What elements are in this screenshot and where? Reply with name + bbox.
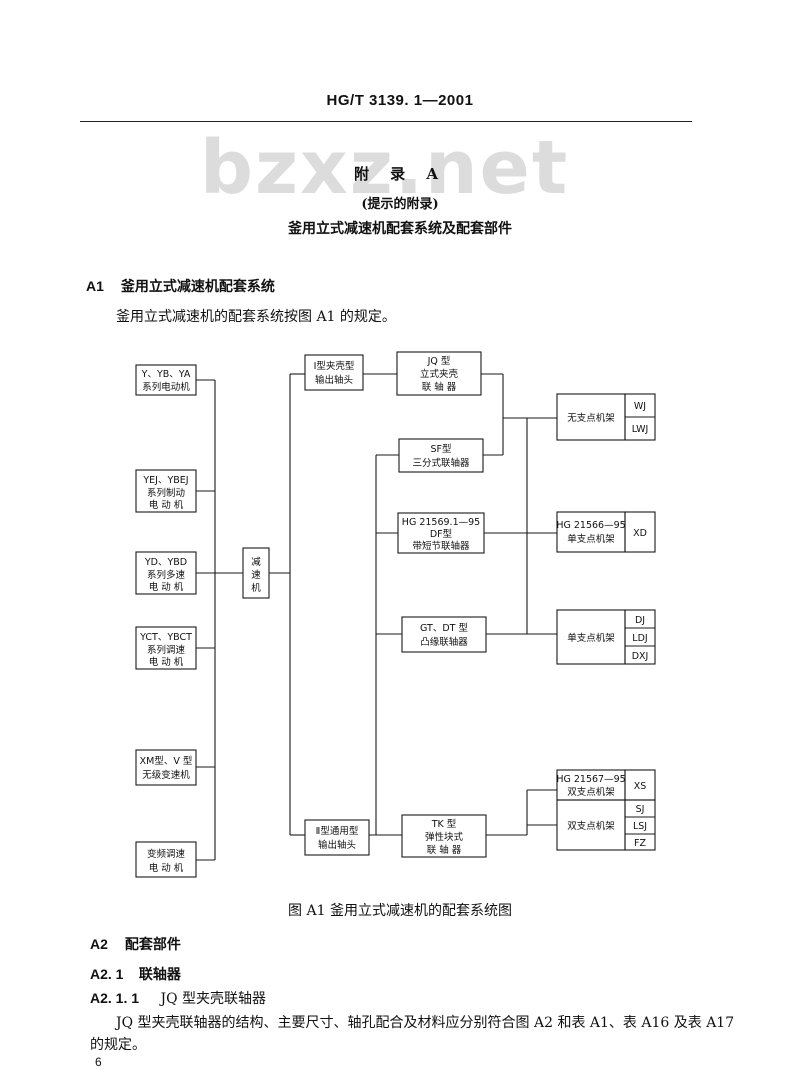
motor-line: YD、YBD: [144, 557, 187, 568]
shaft-line: 输出轴头: [315, 374, 353, 386]
section-a1-text: 釜用立式减速机的配套系统按图 A1 的规定。: [116, 309, 396, 325]
frame-code: LDJ: [632, 633, 647, 644]
coupling-line: 弹性块式: [425, 831, 464, 843]
frame-code: LSJ: [633, 821, 647, 832]
coupling-line: SF型: [431, 444, 452, 455]
motor-yct-box: YCT、YBCT 系列调速 电 动 机: [135, 626, 197, 670]
coupling-line: 凸缘联轴器: [420, 636, 468, 648]
coupling-line: GT、DT 型: [420, 623, 468, 634]
watermark: bzxz.net: [200, 125, 570, 211]
coupling-line: 带短节联轴器: [412, 540, 470, 552]
section-a21-heading: A2. 1 联轴器: [90, 964, 181, 984]
motor-xm-box: XM型、V 型 无级变速机: [135, 749, 197, 786]
motor-line: 无级变速机: [142, 769, 190, 781]
frame-label: 无支点机架: [567, 412, 615, 424]
section-a211-text-line2: 的规定。: [90, 1037, 146, 1053]
section-a211-title: JQ 型夹壳联轴器: [160, 991, 266, 1007]
motor-line: 电 动 机: [149, 581, 184, 593]
shaft-ii-box: Ⅱ型通用型 输出轴头: [304, 819, 370, 856]
frame-label: 双支点机架: [567, 820, 615, 832]
coupling-gt-box: GT、DT 型 凸缘联轴器: [401, 616, 487, 653]
section-a211-heading: A2. 1. 1 JQ 型夹壳联轴器: [90, 988, 266, 1008]
motor-line: 电 动 机: [149, 862, 184, 874]
motor-line: 系列电动机: [142, 381, 190, 393]
motor-line: 变频调速: [147, 848, 186, 860]
motor-yej-box: YEJ、YBEJ 系列制动 电 动 机: [135, 469, 197, 513]
reducer-char: 速: [251, 570, 261, 581]
coupling-line: TK 型: [431, 819, 457, 830]
coupling-tk-box: TK 型 弹性块式 联 轴 器: [401, 814, 487, 858]
coupling-line: 三分式联轴器: [412, 457, 470, 469]
section-a1-number: A1: [86, 278, 104, 294]
motor-yd-box: YD、YBD 系列多速 电 动 机: [135, 551, 197, 595]
section-a2-number: A2: [90, 936, 108, 952]
motor-line: YCT、YBCT: [139, 632, 192, 643]
frame-code: XS: [634, 781, 647, 792]
frame-label: 单支点机架: [567, 632, 615, 644]
motor-line: Y、YB、YA: [141, 369, 191, 380]
standard-code: HG/T 3139. 1—2001: [326, 92, 474, 109]
header-rule: [80, 121, 692, 122]
motor-line: YEJ、YBEJ: [142, 475, 188, 486]
shaft-line: 输出轴头: [318, 839, 356, 851]
section-a21-title: 联轴器: [138, 967, 181, 983]
coupling-line: HG 21569.1—95: [402, 517, 480, 528]
frame-code: DXJ: [632, 651, 649, 662]
frame-code: FZ: [634, 838, 646, 849]
section-a211-number: A2. 1. 1: [90, 990, 140, 1006]
coupling-line: DF型: [430, 529, 453, 540]
reducer-box: 减 速 机: [242, 547, 270, 599]
frame-label: 单支点机架: [567, 533, 615, 545]
page-number: 6: [95, 1055, 102, 1069]
motor-line: 电 动 机: [149, 656, 184, 668]
motor-vfd-box: 变频调速 电 动 机: [135, 841, 197, 878]
section-a1-title: 釜用立式减速机配套系统: [120, 279, 275, 295]
motor-line: 系列调速: [147, 644, 186, 656]
frame-code: LWJ: [632, 424, 649, 435]
coupling-line: JQ 型: [427, 356, 451, 367]
appendix-title: 附 录 A: [353, 165, 447, 183]
section-a21-number: A2. 1: [90, 966, 124, 982]
coupling-jq-box: JQ 型 立式夹壳 联 轴 器: [396, 351, 482, 396]
coupling-line: 立式夹壳: [420, 368, 459, 380]
motor-line: XM型、V 型: [140, 756, 193, 767]
figure-caption: 图 A1 釜用立式减速机的配套系统图: [288, 903, 512, 919]
frame-code: DJ: [635, 615, 645, 626]
frame-code: WJ: [634, 401, 646, 412]
coupling-sf-box: SF型 三分式联轴器: [398, 438, 484, 473]
coupling-line: 联 轴 器: [427, 844, 462, 856]
motor-line: 系列多速: [147, 569, 186, 581]
frame-label: HG 21567—95: [556, 774, 625, 785]
coupling-df-box: HG 21569.1—95 DF型 带短节联轴器: [397, 512, 485, 554]
frame-double-group: 双支点机架 SJ LSJ FZ: [556, 799, 656, 851]
appendix-subtitle: (提示的附录): [361, 197, 439, 212]
frame-label: HG 21566—95: [556, 520, 625, 531]
motor-line: 系列制动: [147, 487, 185, 499]
frame-label: 双支点机架: [567, 786, 615, 798]
section-a2-title: 配套部件: [124, 937, 181, 953]
shaft-i-box: Ⅰ型夹壳型 输出轴头: [304, 354, 364, 391]
section-a2-heading: A2 配套部件: [90, 934, 181, 954]
motor-line: 电 动 机: [149, 499, 184, 511]
appendix-heading: 釜用立式减速机配套系统及配套部件: [288, 221, 512, 237]
coupling-line: 联 轴 器: [422, 381, 457, 393]
shaft-line: Ⅰ型夹壳型: [314, 360, 355, 372]
frame-xd-group: HG 21566—95 单支点机架 XD: [556, 511, 656, 553]
frame-single-group: 单支点机架 DJ LDJ DXJ: [556, 609, 656, 665]
frame-xs-group: HG 21567—95 双支点机架 XS: [556, 769, 656, 801]
frame-code: SJ: [636, 804, 645, 815]
shaft-line: Ⅱ型通用型: [316, 826, 359, 837]
reducer-char: 机: [251, 582, 261, 594]
motor-y-ya-box: Y、YB、YA 系列电动机: [135, 364, 197, 396]
reducer-char: 减: [251, 556, 261, 568]
section-a211-text-line1: JQ 型夹壳联轴器的结构、主要尺寸、轴孔配合及材料应分别符合图 A2 和表 A1…: [116, 1015, 735, 1031]
frame-code: XD: [633, 528, 647, 539]
section-a1-heading: A1 釜用立式减速机配套系统: [86, 276, 275, 296]
frame-none-group: 无支点机架 WJ LWJ: [556, 393, 656, 441]
